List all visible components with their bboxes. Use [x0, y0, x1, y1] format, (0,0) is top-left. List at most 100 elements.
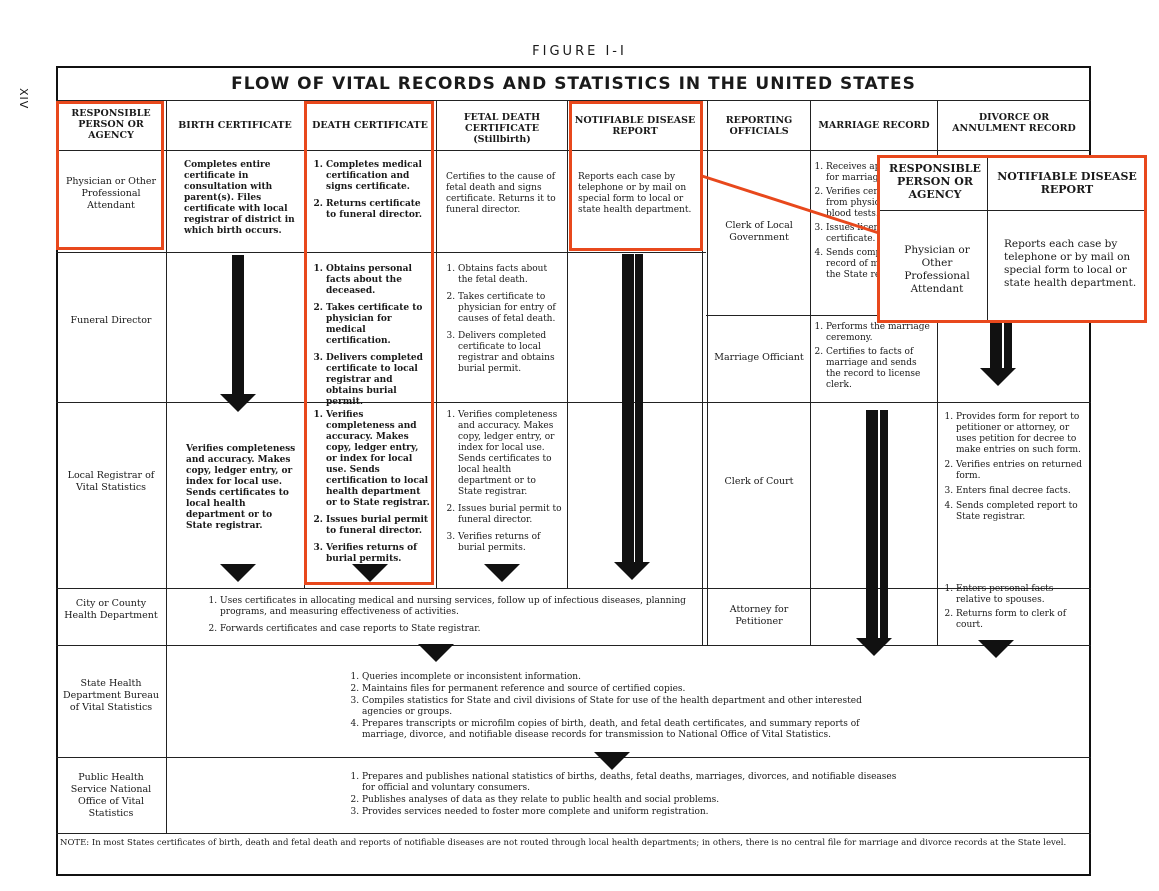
header-agency: RESPONSIBLE PERSON OR AGENCY — [71, 108, 151, 141]
list-item: Performs the marriage ceremony. — [826, 322, 932, 344]
flow-arrow — [232, 255, 244, 395]
row-state: State Health Department Bureau of Vital … — [63, 678, 159, 713]
list-item: Verifies returns of burial permits. — [326, 543, 430, 565]
marriage-officiant-list: Performs the marriage ceremony. Certifie… — [814, 322, 932, 394]
diagram-frame — [56, 66, 1091, 876]
reporting-clerk-court: Clerk of Court — [724, 476, 794, 487]
grid-line — [707, 100, 708, 645]
flow-arrow — [990, 320, 1002, 368]
list-item: Enters final decree facts. — [956, 486, 1086, 497]
diagram-title: FLOW OF VITAL RECORDS AND STATISTICS IN … — [231, 74, 916, 94]
flow-arrow-head — [220, 394, 256, 412]
grid-line — [567, 100, 568, 588]
phs-list: Prepares and publishes national statisti… — [346, 772, 906, 819]
fetal-funeral-list: Obtains facts about the fetal death. Tak… — [444, 264, 562, 381]
list-item: Completes medical certification and sign… — [326, 160, 430, 193]
list-item: Compiles statistics for State and civil … — [362, 696, 886, 718]
header-birth: BIRTH CERTIFICATE — [178, 120, 292, 131]
zoom-divider — [987, 158, 988, 320]
divorce-attorney-list: Enters personal facts relative to spouse… — [942, 584, 1086, 634]
list-item: Returns form to clerk of court. — [956, 609, 1086, 631]
fetal-physician-text: Certifies to the cause of fetal death an… — [446, 172, 556, 215]
list-item: Maintains files for permanent reference … — [362, 684, 886, 695]
flow-arrow — [866, 410, 878, 640]
flow-arrow — [880, 410, 888, 640]
death-physician-list: Completes medical certification and sign… — [312, 160, 430, 227]
list-item: Takes certificate to physician for medic… — [326, 303, 430, 347]
list-item: Provides form for report to petitioner o… — [956, 412, 1086, 456]
flow-arrow — [635, 254, 643, 564]
list-item: Issues burial permit to funeral director… — [458, 504, 562, 526]
list-item: Receives application for marriage licens… — [826, 162, 932, 184]
list-item: Provides services needed to foster more … — [362, 807, 906, 818]
flow-arrow-head — [418, 644, 454, 662]
city-county-list: Uses certificates in allocating medical … — [206, 596, 686, 641]
list-item: Sends completed record of marriage to th… — [826, 248, 932, 281]
grid-line — [436, 100, 437, 588]
grid-line — [810, 100, 811, 645]
disease-physician-text: Reports each case by telephone or by mai… — [578, 172, 692, 215]
row-city-county: City or County Health Department — [64, 598, 158, 621]
birth-local-text: Verifies completeness and accuracy. Make… — [186, 444, 296, 531]
list-item: Certifies to facts of marriage and sends… — [826, 347, 932, 391]
reporting-attorney: Attorney for Petitioner — [729, 604, 789, 627]
page-number: XIV — [17, 88, 30, 110]
grid-line — [56, 150, 1091, 151]
list-item: Obtains facts about the fetal death. — [458, 264, 562, 286]
figure-label: FIGURE I-I — [532, 44, 627, 59]
header-marriage: MARRIAGE RECORD — [818, 120, 930, 131]
list-item: Obtains personal facts about the decease… — [326, 264, 430, 297]
list-item: Prepares transcripts or microfilm copies… — [362, 719, 886, 741]
flow-arrow-head — [594, 752, 630, 770]
list-item: Sends completed report to State registra… — [956, 501, 1086, 523]
flow-arrow-head — [856, 638, 892, 656]
row-funeral: Funeral Director — [70, 315, 152, 326]
flow-arrow-head — [220, 564, 256, 582]
death-local-list: Verifies completeness and accuracy. Make… — [312, 410, 430, 571]
list-item: Uses certificates in allocating medical … — [220, 596, 686, 618]
grid-line — [56, 645, 1091, 646]
list-item: Returns certificate to funeral director. — [326, 199, 430, 221]
list-item: Delivers completed certificate to local … — [326, 353, 430, 408]
birth-physician-text: Completes entire certificate in consulta… — [184, 160, 295, 236]
zoom-disease: Reports each case by telephone or by mai… — [1004, 238, 1137, 289]
header-disease: NOTIFIABLE DISEASE REPORT — [574, 115, 696, 137]
flow-arrow-head — [614, 562, 650, 580]
reporting-marriage-officiant: Marriage Officiant — [714, 352, 804, 363]
death-funeral-list: Obtains personal facts about the decease… — [312, 264, 430, 414]
grid-line — [166, 100, 167, 833]
zoom-agency: Physician or Other Professional Attendan… — [904, 244, 970, 295]
grid-line — [56, 100, 1091, 101]
list-item: Enters personal facts relative to spouse… — [956, 584, 1086, 606]
grid-line — [56, 588, 1091, 589]
reporting-clerk-local-gov: Clerk of Local Government — [725, 220, 793, 243]
zoom-header-agency: RESPONSIBLE PERSON OR AGENCY — [889, 162, 981, 201]
flow-arrow-head — [980, 368, 1016, 386]
flow-arrow-head — [484, 564, 520, 582]
grid-line — [702, 100, 703, 645]
zoom-callout: RESPONSIBLE PERSON OR AGENCY NOTIFIABLE … — [877, 155, 1147, 323]
flow-arrow — [622, 254, 634, 564]
highlight-connector — [701, 174, 883, 236]
state-list: Queries incomplete or inconsistent infor… — [346, 672, 886, 742]
header-divorce: DIVORCE OR ANNULMENT RECORD — [952, 112, 1076, 134]
highlight-agency — [56, 101, 164, 250]
list-item: Queries incomplete or inconsistent infor… — [362, 672, 886, 683]
divorce-clerk-list: Provides form for report to petitioner o… — [942, 412, 1086, 527]
row-phs: Public Health Service National Office of… — [70, 772, 152, 819]
zoom-divider — [880, 210, 1144, 211]
grid-line — [56, 252, 706, 253]
list-item: Verifies returns of burial permits. — [458, 532, 562, 554]
header-fetal: FETAL DEATH CERTIFICATE (Stillbirth) — [463, 112, 541, 145]
list-item: Verifies entries on returned form. — [956, 460, 1086, 482]
header-death: DEATH CERTIFICATE — [312, 120, 428, 131]
highlight-death — [304, 101, 434, 585]
highlight-disease — [569, 101, 703, 251]
grid-line — [56, 757, 1091, 758]
grid-line — [937, 100, 938, 645]
list-item: Delivers completed certificate to local … — [458, 331, 562, 375]
list-item: Verifies completeness and accuracy. Make… — [458, 410, 562, 498]
flow-arrow — [1004, 320, 1012, 368]
row-local-registrar: Local Registrar of Vital Statistics — [67, 470, 155, 493]
fetal-local-list: Verifies completeness and accuracy. Make… — [444, 410, 562, 560]
